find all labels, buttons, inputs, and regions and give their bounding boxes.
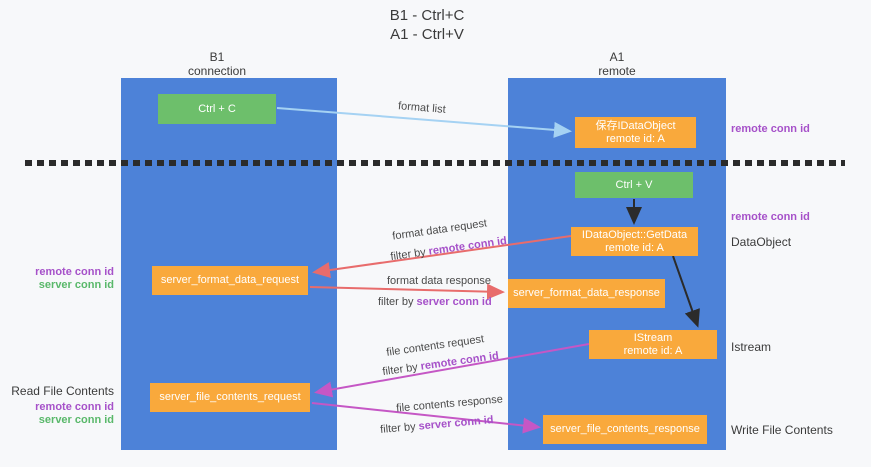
server-file-contents-response-label: server_file_contents_response [550,423,700,435]
filter-by-text: filter by [389,245,430,264]
server-format-data-response-label: server_format_data_response [513,287,660,299]
format-data-response-arrow [309,283,505,300]
filter-by-text: filter by [379,420,420,436]
ctrl-v-label: Ctrl + V [615,178,653,191]
right-column-subtitle: remote [598,64,636,78]
file-request-left-annotations: Read File Contents remote conn id server… [8,385,114,427]
format-data-response-label: format data response [387,275,491,287]
file-contents-response-label: file contents response [395,393,504,415]
getdata-node: IDataObject::GetData remote id: A [571,227,698,256]
istream-line2: remote id: A [623,344,683,357]
server-conn-id-left-annotation-2: server conn id [38,414,114,426]
server-format-data-request-node: server_format_data_request [152,266,308,295]
remote-conn-id-text: remote conn id [427,234,508,258]
save-dataobject-line2: remote id: A [606,132,665,145]
left-column-name: B1 [209,50,225,64]
ctrl-c-label: Ctrl + C [198,102,236,115]
istream-node: IStream remote id: A [589,330,717,359]
title-line-1: B1 - Ctrl+C [389,7,465,24]
save-dataobject-node: 保存IDataObject remote id: A [575,117,696,148]
dataobject-annotation: DataObject [731,235,792,249]
right-column-header: A1 remote [557,50,677,78]
server-conn-id-text: server conn id [418,414,495,433]
remote-conn-id-left-annotation: remote conn id [35,266,114,278]
ctrl-v-node: Ctrl + V [575,172,693,198]
format-list-label: format list [397,100,447,116]
filter-by-text: filter by [381,360,422,379]
left-column-subtitle: connection [187,64,247,78]
ctrl-c-node: Ctrl + C [158,94,276,124]
filter-by-text: filter by [378,296,417,308]
filter-by-server-conn-id-label-1: filter by server conn id [378,296,492,308]
server-conn-id-text: server conn id [416,296,492,308]
remote-conn-id-left-annotation-2: remote conn id [35,401,114,413]
save-dataobject-line1: 保存IDataObject [595,119,676,132]
istream-annotation: Istream [731,340,772,354]
server-file-contents-response-node: server_file_contents_response [543,415,707,444]
server-format-data-request-label: server_format_data_request [160,274,300,286]
remote-conn-id-annotation-mid: remote conn id [731,211,810,223]
title-line-2: A1 - Ctrl+V [390,26,464,43]
remote-conn-id-annotation-top: remote conn id [731,123,810,135]
server-file-contents-request-label: server_file_contents_request [159,391,301,403]
istream-line1: IStream [633,331,673,344]
server-file-contents-request-node: server_file_contents_request [150,383,310,412]
format-request-left-annotations: remote conn id server conn id [8,266,114,292]
read-file-contents-annotation: Read File Contents [11,384,114,398]
write-file-contents-annotation: Write File Contents [731,423,833,437]
remote-conn-id-text: remote conn id [419,349,500,373]
right-column-name: A1 [609,50,625,64]
left-column-header: B1 connection [157,50,277,78]
server-format-data-response-node: server_format_data_response [508,279,665,308]
filter-by-server-conn-id-label-2: filter by server conn id [380,414,494,436]
getdata-line1: IDataObject::GetData [581,228,688,241]
diagram-title: B1 - Ctrl+C A1 - Ctrl+V [327,6,527,44]
getdata-line2: remote id: A [605,241,664,254]
server-conn-id-left-annotation: server conn id [38,279,114,291]
